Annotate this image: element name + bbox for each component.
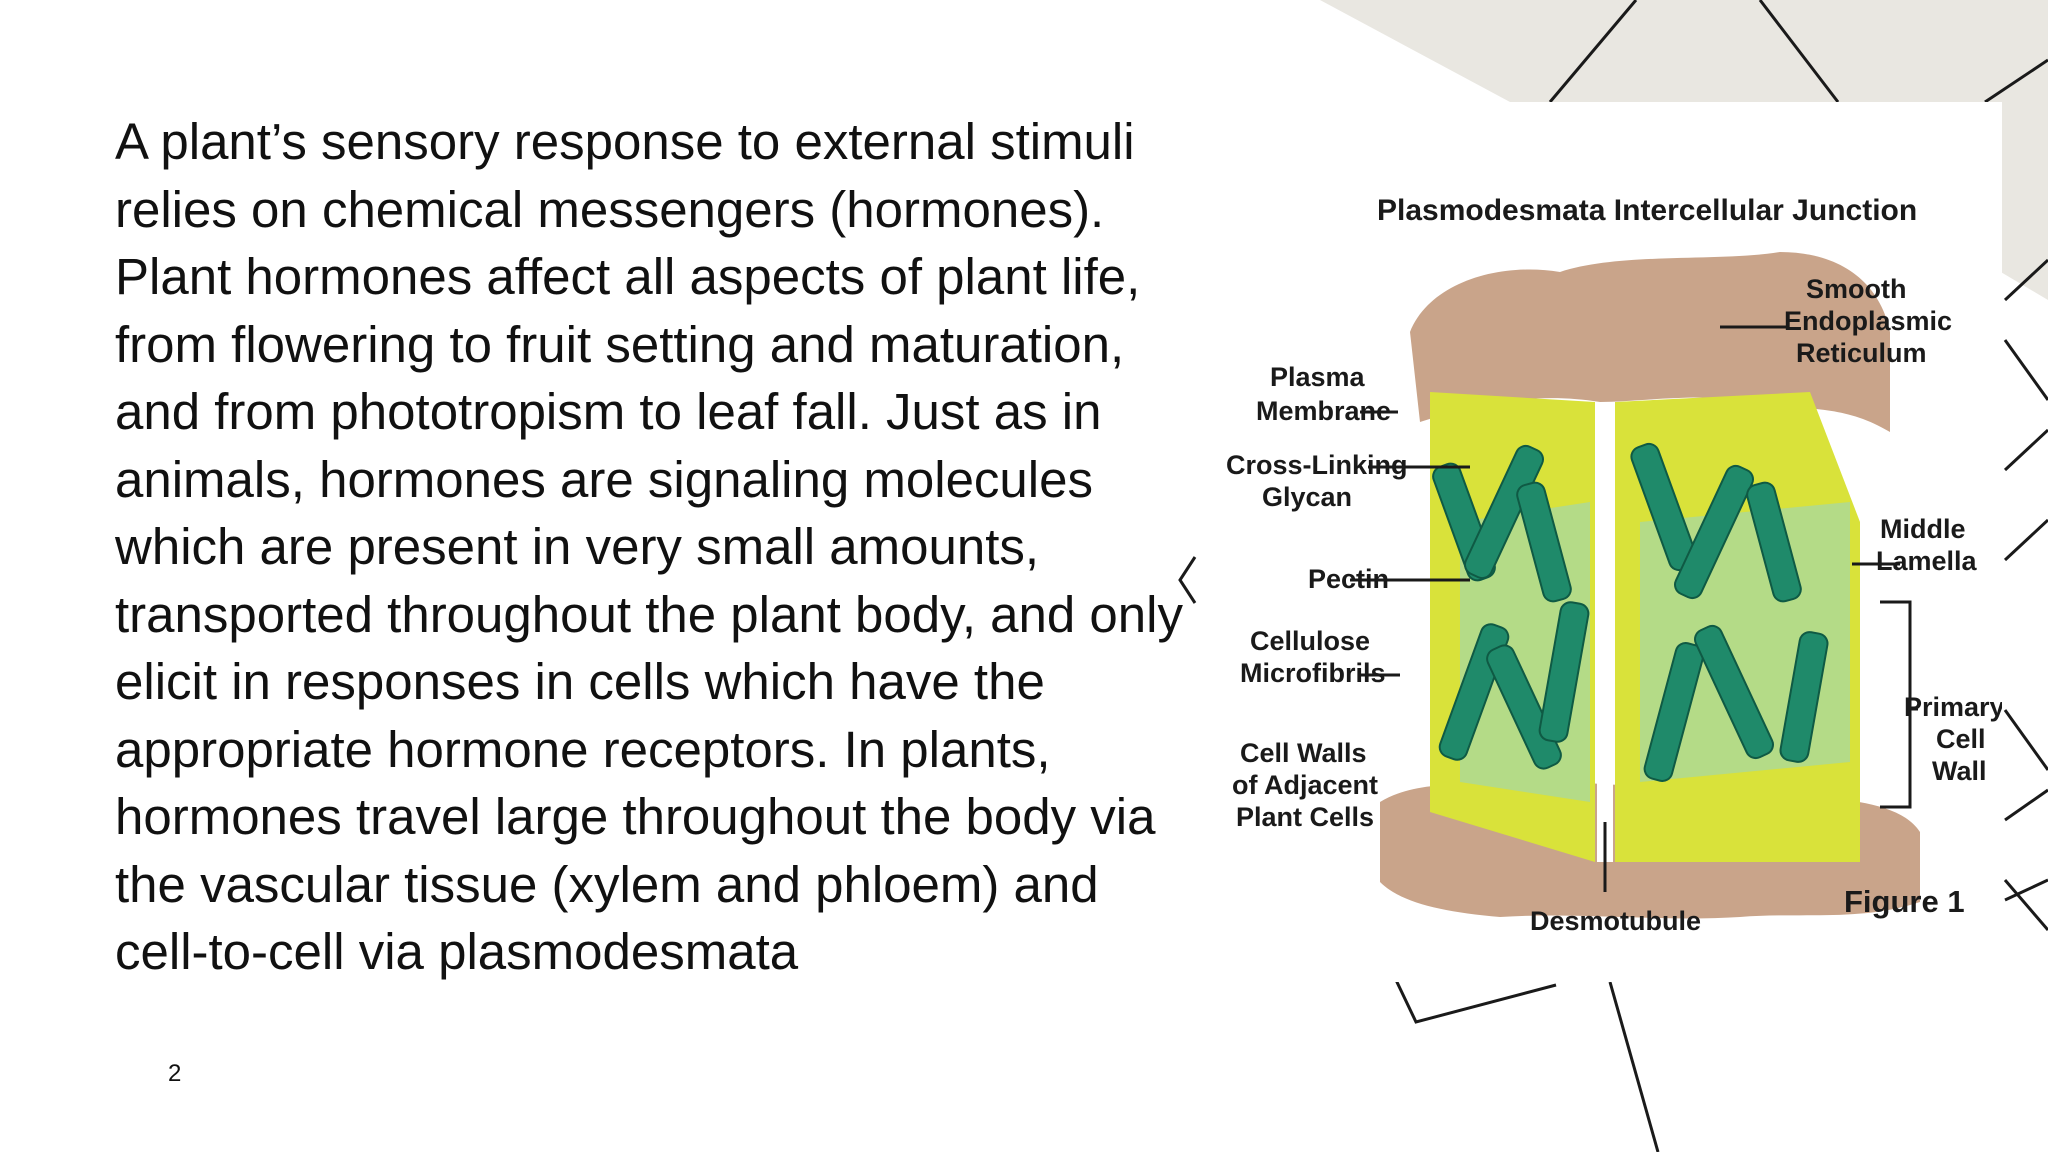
deco-line bbox=[1178, 556, 1197, 604]
label-primary-cell-wall: Primary bbox=[1904, 692, 2002, 722]
label-cellulose-microfibrils: Microfibrils bbox=[1240, 658, 1386, 688]
label-smooth-er: Endoplasmic bbox=[1784, 306, 1952, 336]
deco-line bbox=[1608, 981, 1660, 1152]
deco-line bbox=[2003, 339, 2048, 401]
deco-line bbox=[2003, 879, 2048, 931]
label-cellulose-microfibrils: Cellulose bbox=[1250, 626, 1370, 656]
deco-line bbox=[2003, 518, 2048, 562]
deco-line bbox=[2004, 878, 2048, 902]
label-primary-cell-wall: Wall bbox=[1932, 756, 1987, 786]
primary-wall-bracket bbox=[1880, 600, 1912, 809]
label-cell-walls: Plant Cells bbox=[1236, 802, 1374, 832]
figure-title: Plasmodesmata Intercellular Junction bbox=[1377, 194, 1917, 227]
label-cell-walls: of Adjacent bbox=[1232, 770, 1378, 800]
deco-line bbox=[1394, 979, 1557, 1024]
deco-line bbox=[2003, 709, 2048, 771]
label-pectin: Pectin bbox=[1308, 564, 1389, 594]
label-desmotubule: Desmotubule bbox=[1530, 906, 1701, 936]
deco-line bbox=[2003, 258, 2048, 302]
cellulose-fibrils bbox=[1432, 442, 1829, 782]
beige-corner-shape bbox=[1320, 0, 2048, 300]
label-smooth-er: Smooth bbox=[1806, 274, 1907, 304]
plasmodesmata-diagram: Plasmodesmata Intercellular Junction bbox=[1226, 194, 2002, 936]
figure-card: Plasmodesmata Intercellular Junction bbox=[1200, 102, 2002, 982]
label-cross-linking-glycan: Cross-Linking bbox=[1226, 450, 1408, 480]
deco-line bbox=[1984, 58, 2048, 104]
deco-line bbox=[2003, 428, 2048, 472]
tissue-top bbox=[1410, 252, 1890, 432]
label-cell-walls: Cell Walls bbox=[1240, 738, 1367, 768]
label-middle-lamella: Lamella bbox=[1876, 546, 1978, 576]
label-cross-linking-glycan: Glycan bbox=[1262, 482, 1352, 512]
deco-line bbox=[2004, 788, 2048, 822]
label-plasma-membrane: Membrane bbox=[1256, 396, 1391, 426]
deco-line bbox=[1548, 0, 1638, 103]
desmotubule-channel bbox=[1597, 402, 1613, 862]
page-number: 2 bbox=[168, 1060, 182, 1087]
label-plasma-membrane: Plasma bbox=[1270, 362, 1366, 392]
figure-caption: Figure 1 bbox=[1844, 884, 1965, 919]
label-primary-cell-wall: Cell bbox=[1936, 724, 1986, 754]
label-smooth-er: Reticulum bbox=[1796, 338, 1927, 368]
body-text: A plant’s sensory response to external s… bbox=[115, 113, 1183, 980]
label-middle-lamella: Middle bbox=[1880, 514, 1966, 544]
deco-line bbox=[1758, 0, 1840, 103]
